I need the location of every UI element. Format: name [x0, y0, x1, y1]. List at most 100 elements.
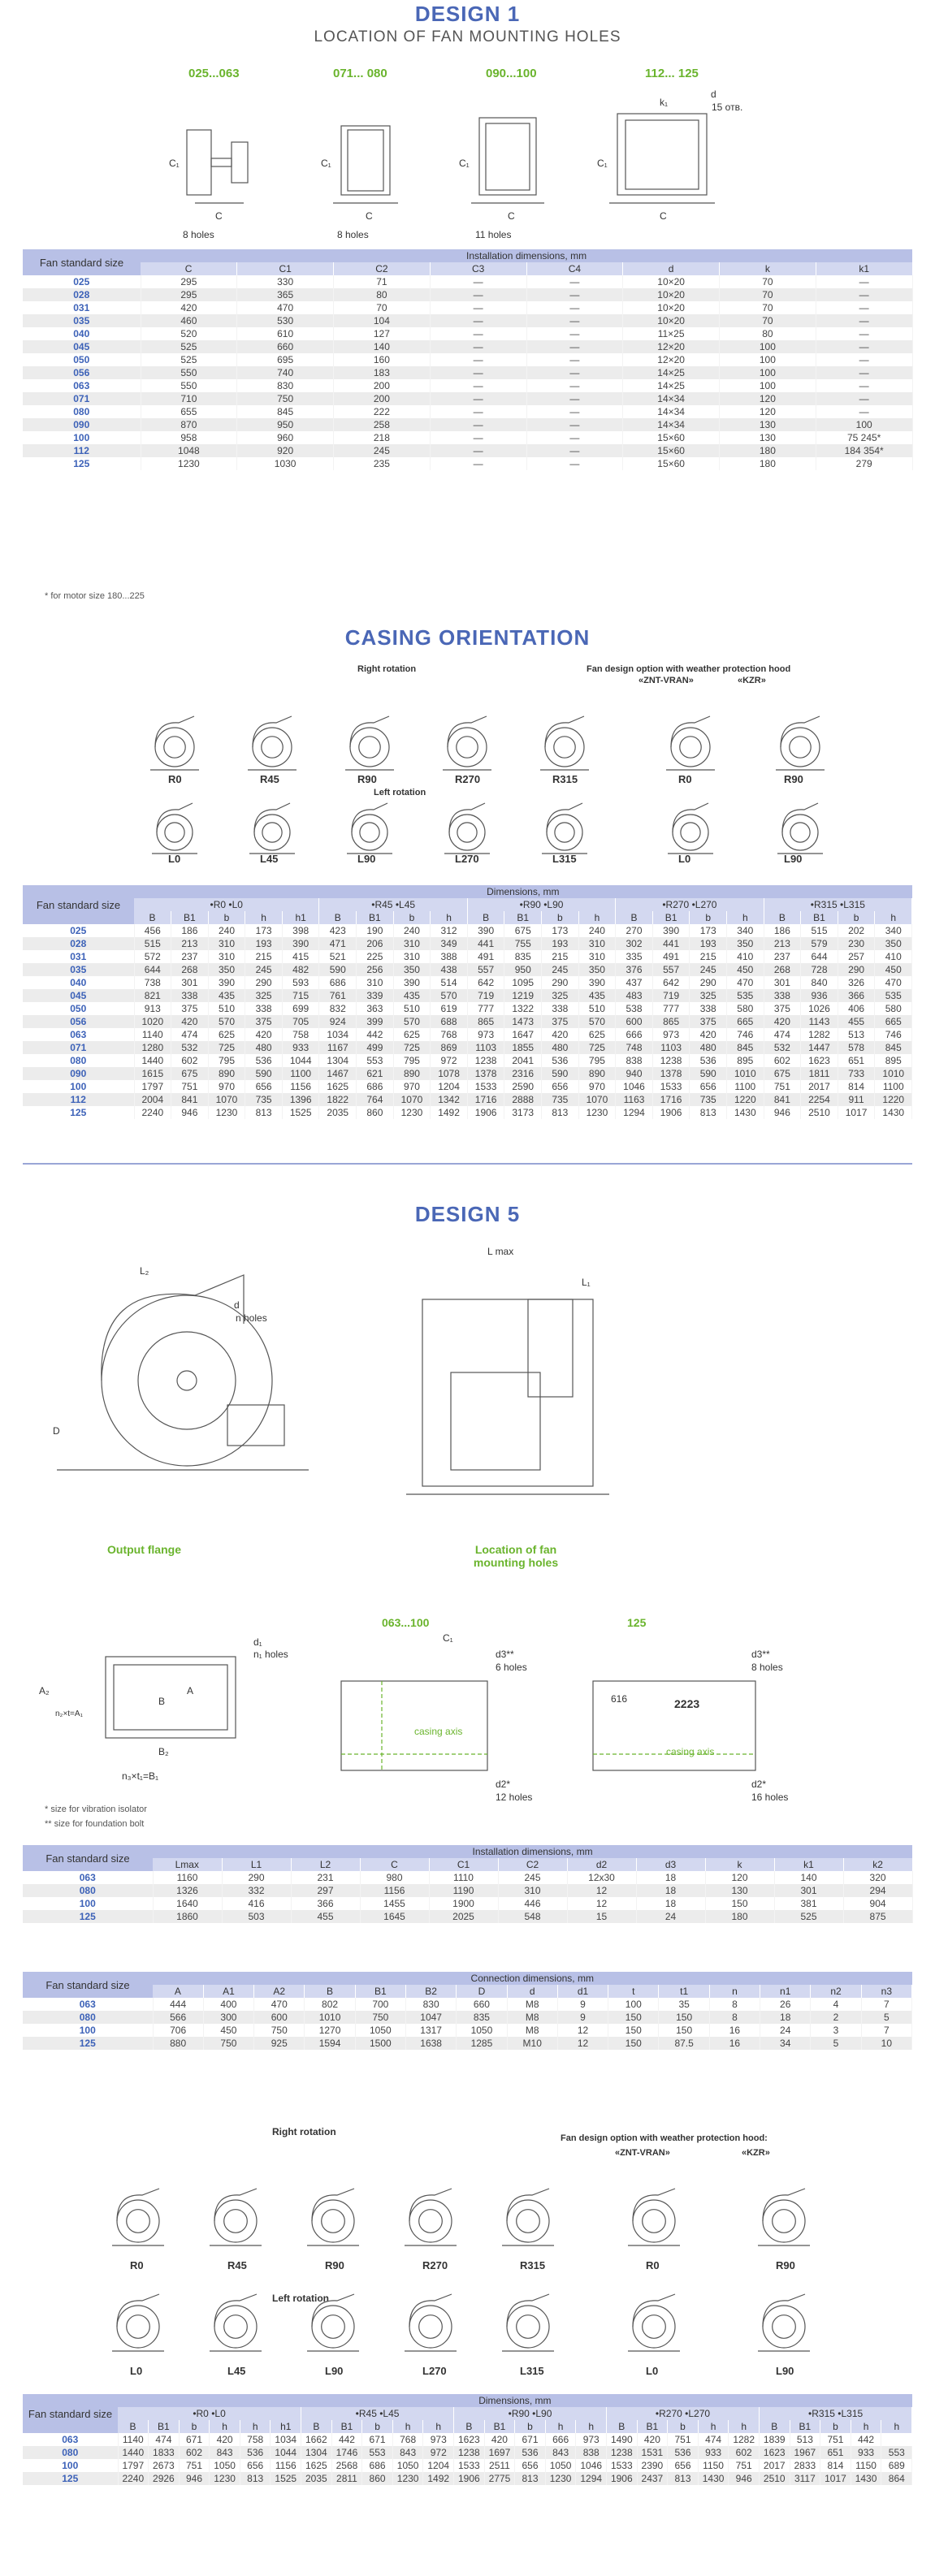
table-cell: 671	[361, 2433, 393, 2446]
table-cell: 610	[236, 327, 334, 340]
table-cell: 973	[467, 1028, 505, 1041]
table-cell: 14×25	[622, 379, 720, 392]
orientation-label: L0	[130, 2365, 143, 2377]
col-header: h	[245, 911, 283, 924]
table-cell: 665	[726, 1015, 764, 1028]
table-cell: 911	[838, 1093, 876, 1106]
table-cell: 1378	[652, 1067, 690, 1080]
table-cell: 12×20	[622, 340, 720, 353]
col-header: B	[467, 911, 505, 924]
orientation-label: R270	[455, 773, 481, 785]
table-cell: 843	[209, 2446, 240, 2459]
table-cell: 366	[291, 1897, 361, 1910]
table-cell: 491	[467, 950, 505, 963]
table-cell: 875	[843, 1910, 913, 1923]
orientation-label: L90	[784, 853, 803, 865]
table-cell: 12×20	[622, 353, 720, 366]
lbl-d3: d3**	[496, 1649, 514, 1660]
table-cell: 536	[240, 2446, 271, 2459]
table-cell: 795	[393, 1054, 431, 1067]
table-cell: 410	[874, 950, 913, 963]
table-cell: 160	[333, 353, 431, 366]
left-rotation-label: Left rotation	[374, 788, 426, 797]
size-cell: 050	[23, 1002, 135, 1015]
table-cell: 940	[615, 1067, 653, 1080]
group-col-header: •R315 •L315	[759, 2407, 913, 2420]
table-cell: 441	[652, 937, 690, 950]
table-cell: 1525	[282, 1106, 320, 1119]
orientation-label: L45	[260, 853, 279, 865]
design5-section: DESIGN 5	[0, 1202, 935, 1227]
size-cell: 025	[23, 275, 141, 288]
table-cell: 338	[541, 1002, 579, 1015]
table-cell: 656	[667, 2459, 699, 2472]
table-cell: 150	[705, 1897, 775, 1910]
table-cell: 1594	[304, 2037, 356, 2050]
lbl-D: D	[53, 1425, 60, 1437]
table-cell: 70	[719, 314, 816, 327]
table-cell: 2926	[148, 2472, 180, 2485]
table-cell: 864	[881, 2472, 913, 2485]
table-cell: 75 245*	[816, 431, 913, 444]
table-cell: —	[526, 288, 624, 301]
table-cell: 1140	[134, 1028, 172, 1041]
table-cell: 1100	[282, 1067, 320, 1080]
table-cell: 553	[361, 2446, 393, 2459]
table-cell: 455	[291, 1910, 361, 1923]
table-cell: 520	[141, 327, 238, 340]
table-cell: 2775	[484, 2472, 516, 2485]
table-cell: 70	[719, 275, 816, 288]
table-cell: 1017	[838, 1106, 876, 1119]
table-cell: —	[430, 457, 527, 470]
size-cell: 025	[23, 924, 135, 937]
size-cell: 090	[23, 1067, 135, 1080]
col-header: h	[881, 2420, 913, 2433]
col-header: B	[118, 2420, 149, 2433]
size-cell: 035	[23, 963, 135, 976]
lbl-d: d	[234, 1299, 240, 1311]
table-cell: 515	[800, 924, 838, 937]
size-header: Fan standard size	[23, 1972, 153, 1998]
table-cell: —	[816, 327, 913, 340]
table-cell: 1204	[430, 1080, 468, 1093]
table-cell: 180	[705, 1910, 775, 1923]
table-cell: 1490	[606, 2433, 638, 2446]
table-cell: 644	[800, 950, 838, 963]
table-cell: 570	[393, 1015, 431, 1028]
table-cell: 279	[816, 457, 913, 470]
table-cell: —	[430, 431, 527, 444]
table-cell: 1150	[698, 2459, 729, 2472]
table-cell: 340	[726, 924, 764, 937]
size-cell: 071	[23, 1041, 135, 1054]
size-cell: 040	[23, 327, 141, 340]
table-cell: —	[430, 379, 527, 392]
table-cell: 474	[171, 1028, 209, 1041]
size-header: Fan standard size	[23, 885, 134, 924]
col-header: d	[622, 262, 720, 275]
table-cell: 960	[236, 431, 334, 444]
size-cell: 080	[23, 2446, 119, 2459]
table-cell: —	[526, 418, 624, 431]
table-cell: 26	[760, 1998, 812, 2011]
table-cell: 435	[208, 989, 246, 1002]
output-flange-label: Output flange	[107, 1543, 181, 1556]
size-cell: 080	[23, 1054, 135, 1067]
table-cell: 1473	[504, 1015, 543, 1028]
table-cell: 1811	[800, 1067, 838, 1080]
table-cell: 725	[578, 1041, 617, 1054]
table-cell: 835	[456, 2011, 508, 2024]
table-cell: 480	[689, 1041, 727, 1054]
table-cell: —	[816, 301, 913, 314]
table-cell: 525	[141, 340, 238, 353]
table-cell: 946	[764, 1106, 802, 1119]
table-cell: 441	[467, 937, 505, 950]
lbl-b1: n₃×t₁=B₁	[122, 1770, 159, 1782]
table-cell: 832	[318, 1002, 357, 1015]
table-cell: 2035	[318, 1106, 357, 1119]
size-cell: 063	[23, 1998, 154, 2011]
table-cell: 946	[728, 2472, 760, 2485]
table-cell: 1797	[134, 1080, 172, 1093]
table-cell: 840	[800, 976, 838, 989]
